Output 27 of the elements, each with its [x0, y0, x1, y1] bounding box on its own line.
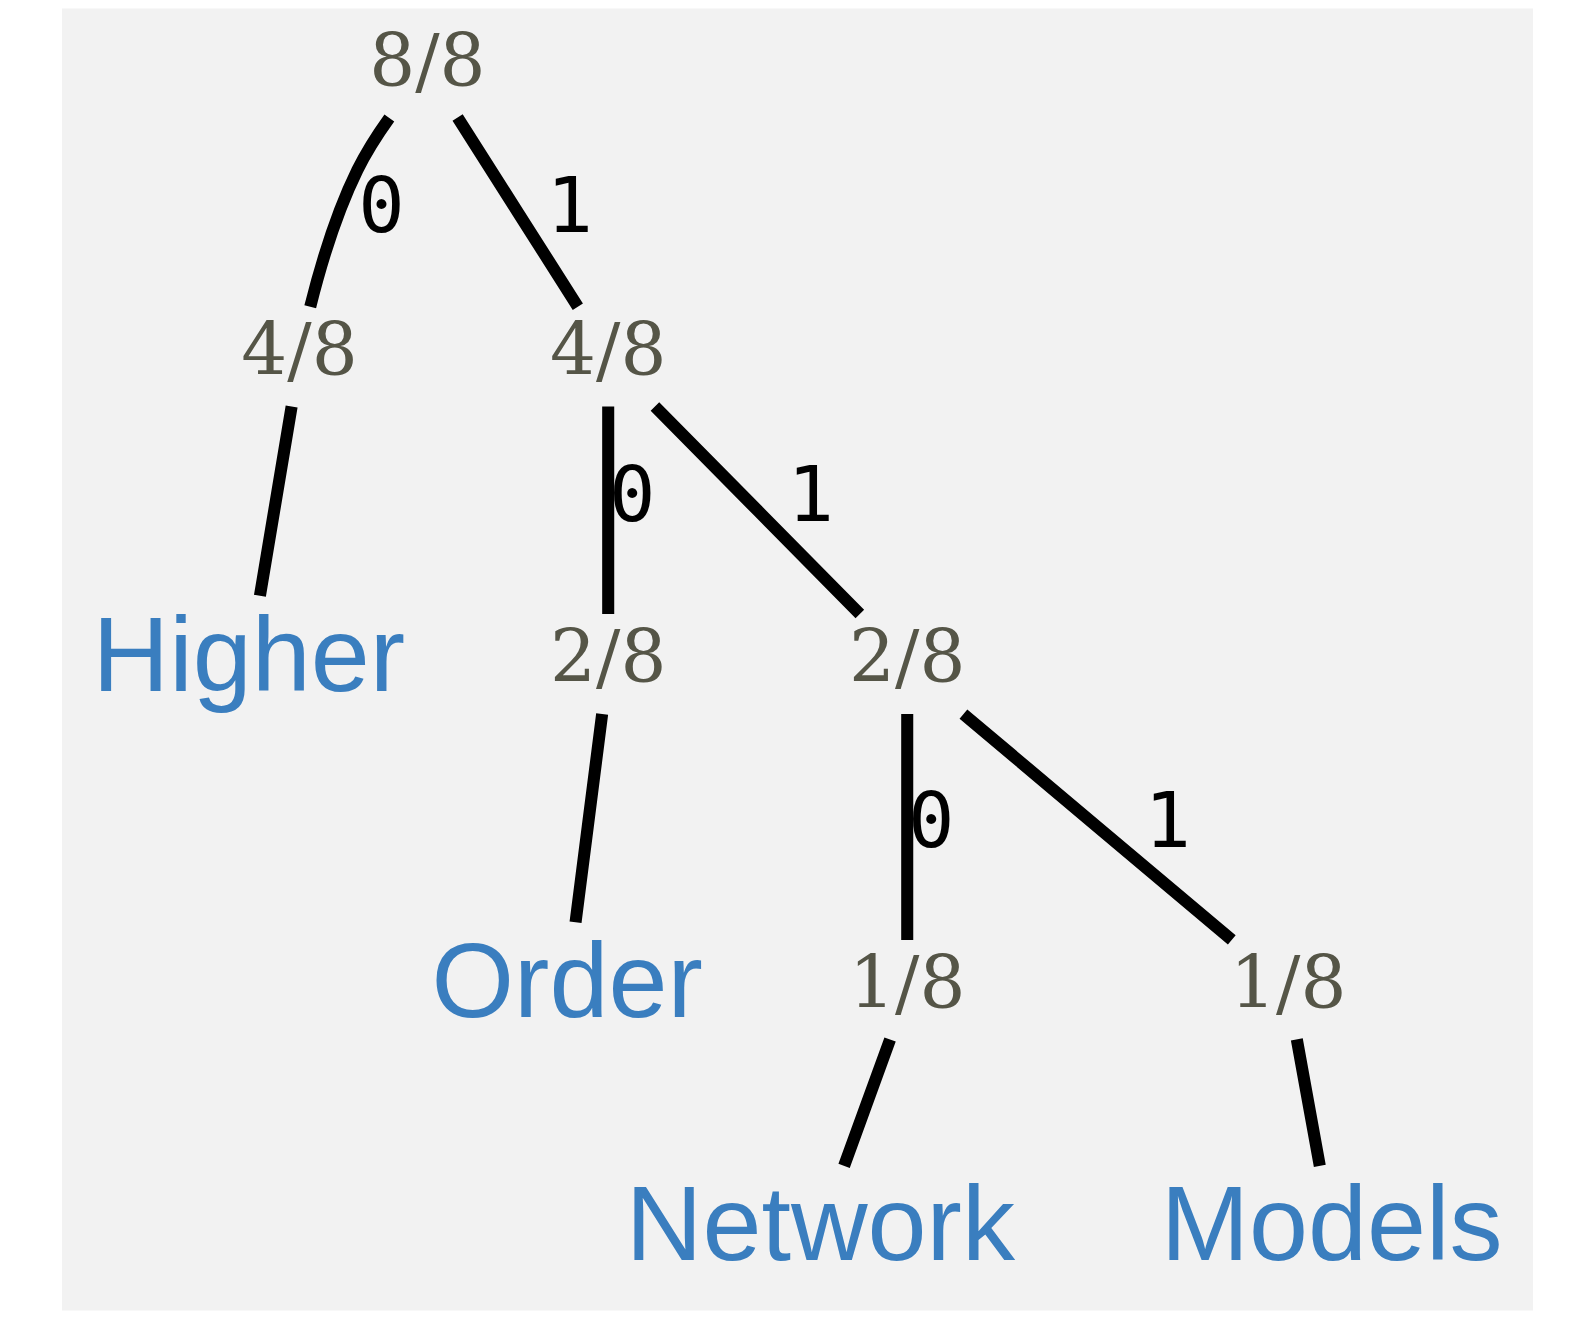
edge-label: 1	[787, 449, 834, 540]
node-text: 4/8	[549, 307, 666, 392]
connector	[959, 709, 1236, 945]
edge-label: 0	[357, 159, 405, 250]
connector	[900, 714, 913, 940]
node-text: 1/8	[848, 940, 965, 1025]
node-text: Higher	[92, 595, 405, 714]
node-text: Order	[431, 920, 703, 1039]
connector	[303, 114, 394, 309]
node-text: 2/8	[848, 615, 965, 700]
connector	[569, 713, 608, 923]
node-text: 2/8	[549, 615, 666, 700]
connector	[253, 405, 298, 597]
edge-label: 0	[907, 774, 955, 865]
edge-label: 1	[1143, 774, 1191, 865]
node-text: 1/8	[1229, 940, 1346, 1025]
connector	[837, 1037, 896, 1168]
edge-label: 1	[545, 159, 593, 250]
connector	[650, 402, 864, 619]
edge-label: 0	[608, 449, 656, 540]
node-text: Network	[625, 1164, 1015, 1283]
connector	[1290, 1038, 1326, 1167]
connector	[601, 406, 614, 614]
node-text: 8/8	[368, 18, 486, 103]
node-text: 4/8	[240, 307, 358, 392]
node-text: Models	[1160, 1164, 1503, 1283]
connector	[452, 114, 583, 310]
